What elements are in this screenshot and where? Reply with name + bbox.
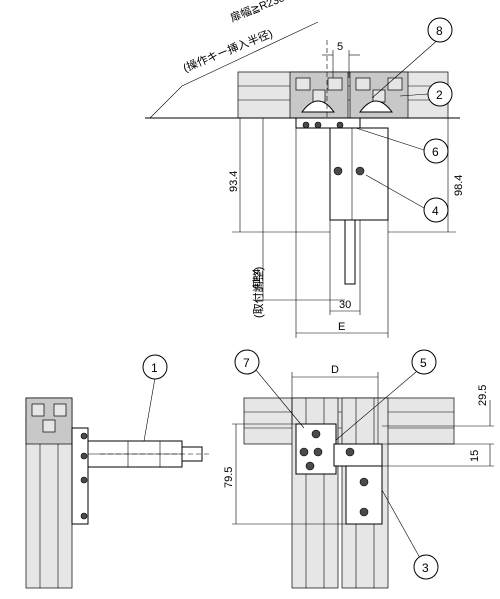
front-view: D 29.5 15 79.5 7 5 3 [223,349,494,589]
screw [355,166,365,176]
callout-7: 7 [234,349,260,375]
latch-body-left [301,100,335,113]
top-view: 扉幅≧R230 (操作キー挿入半径) 5 93.4 98.4 41.4 (取付調… [145,0,465,338]
dim-15: 15 [469,450,481,462]
callout-6: 6 [423,138,449,164]
svg-text:7: 7 [243,356,250,370]
dim-5: 5 [337,41,343,53]
callout-4: 4 [423,197,449,223]
dim-D: D [331,364,339,376]
note-line-1: 扉幅≧R230 [228,0,286,25]
dim-93-4: 93.4 [228,171,240,192]
side-mounting-plate [71,427,89,525]
svg-text:2: 2 [436,88,443,102]
screw [333,166,343,176]
callout-8: 8 [427,17,453,43]
dim-79-5: 79.5 [223,467,235,488]
svg-text:1: 1 [151,361,158,375]
key-shaft [344,219,356,285]
side-view: 1 [25,354,210,589]
callout-3: 3 [413,554,439,580]
svg-text:4: 4 [432,204,439,218]
svg-text:6: 6 [432,145,439,159]
dim-E: E [338,321,345,333]
callout-1: 1 [142,354,168,380]
note-line-2: (操作キー挿入半径) [181,26,275,75]
callout-2: 2 [427,81,453,107]
dim-41-4-note: (取付調整) [251,267,265,318]
svg-text:3: 3 [422,561,429,575]
callout-5: 5 [411,349,437,375]
front-latch [333,443,383,467]
dim-98-4: 98.4 [453,175,465,196]
dim-29-5: 29.5 [477,385,489,406]
dim-30: 30 [339,299,351,311]
latch-body-right [359,100,393,113]
svg-text:8: 8 [436,24,443,38]
note-leader [149,21,319,119]
svg-text:5: 5 [420,356,427,370]
dim-41-4: 41.4 [251,269,263,290]
